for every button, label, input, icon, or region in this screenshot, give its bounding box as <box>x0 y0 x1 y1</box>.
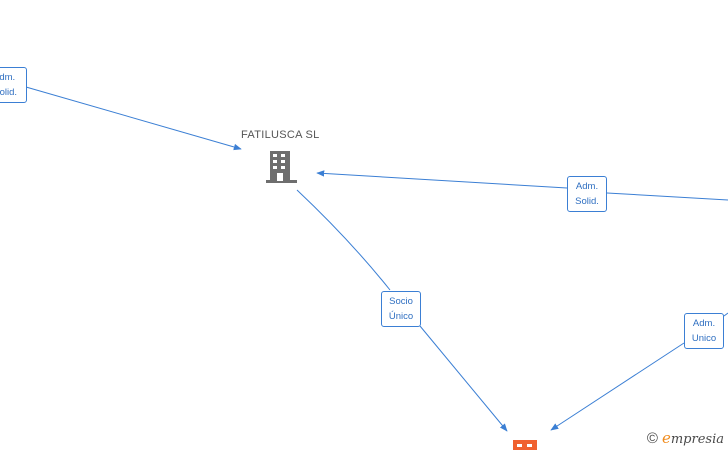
brand-initial: e <box>661 429 671 447</box>
edge-label-right-bottom[interactable]: Adm. Unico <box>684 313 724 349</box>
edge-label-right-top[interactable]: Adm. Solid. <box>567 176 607 212</box>
edge-label-line2: Solid. <box>0 87 17 98</box>
edge-label-socio[interactable]: Socio Único <box>381 291 421 327</box>
edge-label-line2: Solid. <box>575 196 599 207</box>
empresia-watermark: ©empresia <box>647 429 724 447</box>
edge-top-left <box>25 86 242 151</box>
edge-label-line1: Socio <box>389 296 413 307</box>
company-highlight-icon[interactable] <box>513 440 537 450</box>
edge-label-line2: Único <box>388 311 414 322</box>
edge-right-top <box>317 173 728 201</box>
company-name-fatilusca[interactable]: FATILUSCA SL <box>241 129 320 141</box>
edge-socio <box>296 189 507 431</box>
building-icon[interactable] <box>266 151 297 183</box>
edge-label-line1: Adm. <box>0 72 16 83</box>
edge-label-line2: Unico <box>691 333 717 344</box>
edge-label-line1: Adm. <box>575 181 599 192</box>
edge-right-bottom <box>551 312 728 430</box>
edge-label-top-left[interactable]: Adm. Solid. <box>0 67 27 103</box>
brand-rest: mpresia <box>670 432 724 447</box>
copyright-icon: © <box>646 430 658 447</box>
edge-label-line1: Adm. <box>692 318 716 329</box>
